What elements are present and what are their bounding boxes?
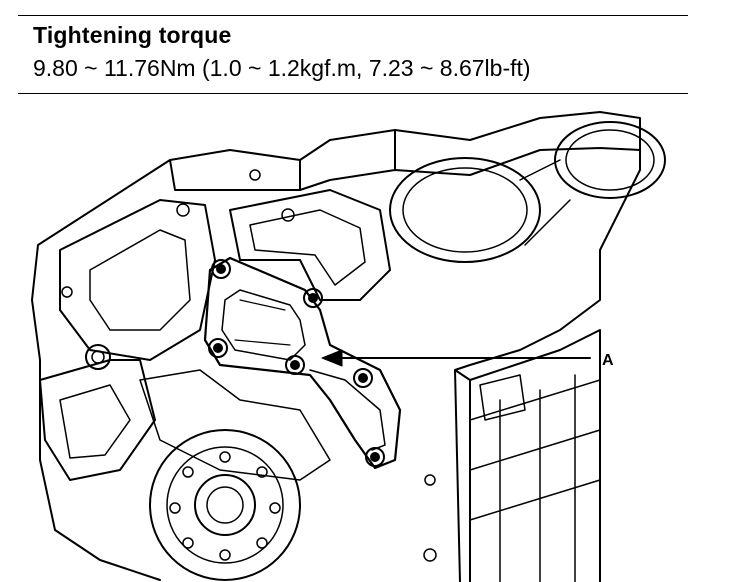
bore-bridge: [519, 159, 571, 246]
bolt-3: [208, 338, 228, 358]
bolt-6: [365, 447, 385, 467]
center-web: [229, 189, 391, 301]
right-rib-2: [499, 374, 576, 582]
left-rib: [39, 359, 156, 481]
block-hole-5: [423, 548, 437, 562]
flange-bolts: [169, 451, 281, 561]
block-hole-3: [61, 286, 73, 298]
crank-flange-outer: [149, 429, 301, 581]
bolt-4: [285, 355, 305, 375]
bolt-2: [303, 288, 323, 308]
callout-label-a: A: [602, 352, 614, 369]
bolt-1: [211, 259, 231, 279]
left-rib-inner: [59, 384, 131, 459]
boss-hole-left: [85, 344, 111, 370]
boss-hole-left-inner: [91, 350, 105, 364]
cylinder-bore-1: [389, 157, 541, 263]
bracket-a-inner: [221, 289, 306, 361]
left-web: [59, 199, 216, 361]
engine-block-outline: [31, 111, 641, 582]
block-hole-1: [176, 203, 190, 217]
block-hole-6: [424, 474, 436, 486]
block-deck: [169, 129, 641, 191]
bolt-5: [353, 368, 373, 388]
right-face: [454, 329, 601, 582]
bracket-a-arm: [309, 369, 386, 451]
bottom-rule: [18, 93, 688, 94]
right-rib-1: [469, 379, 601, 521]
callout-arrowhead: [321, 349, 343, 367]
block-hole-2: [281, 208, 295, 222]
cylinder-bore-1-inner: [402, 167, 528, 253]
lower-web: [139, 369, 331, 481]
torque-title: Tightening torque: [33, 22, 232, 48]
crank-flange-mid: [166, 446, 284, 564]
crank-hub: [194, 474, 256, 536]
bracket-a-slot: [234, 299, 291, 346]
center-web-2: [249, 209, 366, 286]
cylinder-bore-2-inner: [565, 129, 655, 191]
engine-block-illustration: [31, 111, 666, 582]
left-web-inner: [89, 229, 191, 331]
torque-spec: 9.80 ~ 11.76Nm (1.0 ~ 1.2kgf.m, 7.23 ~ 8…: [33, 55, 531, 81]
top-rule: [18, 15, 688, 16]
block-hole-4: [249, 169, 261, 181]
right-pocket: [479, 374, 526, 421]
cylinder-bore-2: [554, 121, 666, 199]
crank-hub-inner: [206, 486, 244, 524]
